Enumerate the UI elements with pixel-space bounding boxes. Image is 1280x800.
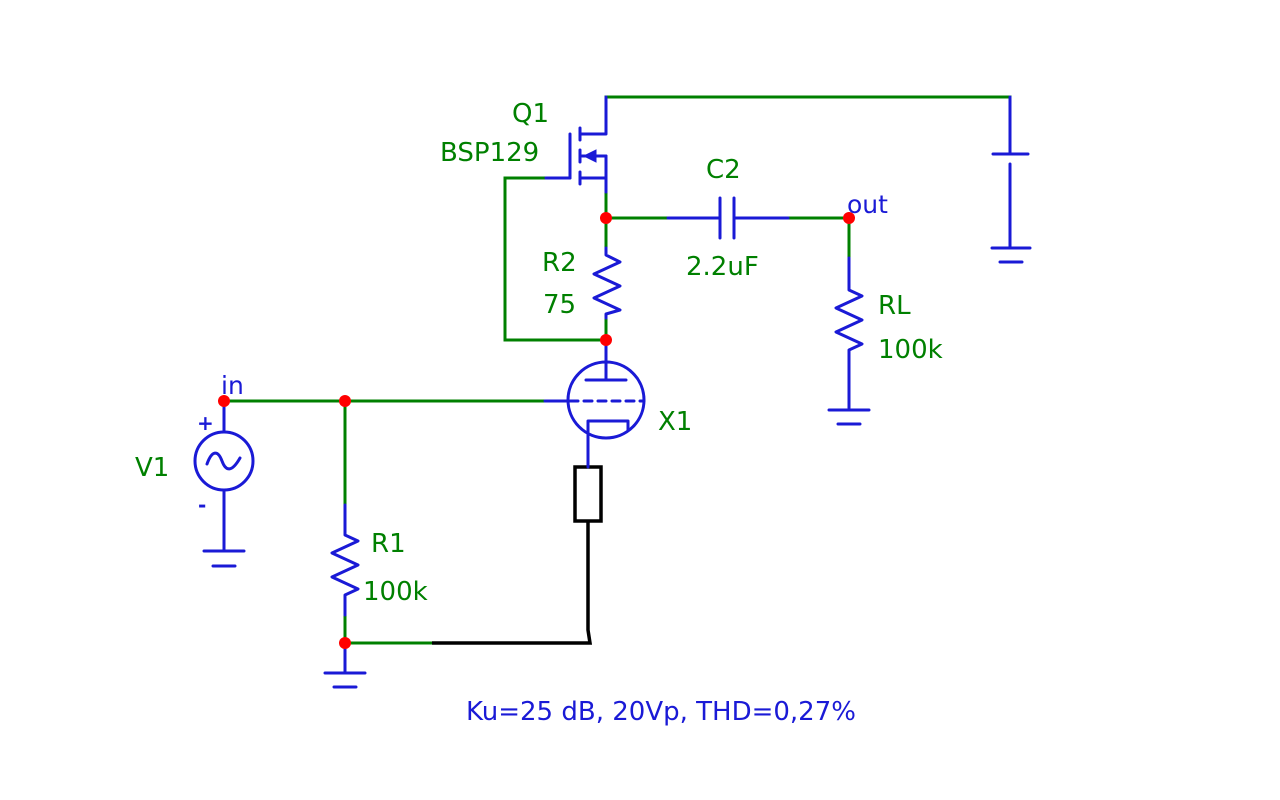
v1-plus-label: + [197, 411, 214, 435]
r2-zigzag [592, 246, 622, 320]
junction-out [843, 212, 855, 224]
resistor-r1 [323, 503, 367, 689]
q1-arrow [582, 149, 597, 163]
rl-ref-label: RL [878, 291, 911, 321]
r1-ref-label: R1 [371, 529, 406, 559]
v1-circle [193, 430, 255, 492]
resistor-r2 [592, 246, 622, 320]
triode-x1 [543, 338, 646, 469]
junction-ground [339, 637, 351, 649]
q1-part-label: BSP129 [440, 138, 539, 168]
mosfet-q1 [544, 95, 608, 194]
r1-value-label: 100k [363, 577, 428, 607]
q1-drain [578, 95, 608, 136]
rl-zigzag [834, 256, 864, 410]
junction-in [218, 395, 230, 407]
wire-gate-feedback [503, 176, 608, 342]
source-v1 [193, 399, 255, 568]
junction-plate [600, 334, 612, 346]
junction-r1-top [339, 395, 351, 407]
capacitor-c2 [666, 196, 790, 240]
c2-value-label: 2.2uF [686, 252, 759, 282]
q1-ref-label: Q1 [512, 99, 549, 129]
rl-value-label: 100k [878, 335, 943, 365]
c2-ref-label: C2 [706, 155, 741, 185]
junctions [218, 212, 855, 649]
v1-minus-label: - [198, 493, 206, 517]
junction-source-node [600, 212, 612, 224]
cathode-path [432, 465, 603, 645]
r2-value-label: 75 [543, 290, 576, 320]
x1-cathode [586, 419, 630, 440]
v1-ref-label: V1 [135, 453, 169, 483]
battery [990, 95, 1032, 264]
performance-caption: Ku=25 dB, 20Vp, THD=0,27% [466, 697, 856, 727]
q1-source [578, 176, 608, 194]
x1-ref-label: X1 [658, 407, 692, 437]
wire-supply-rail [604, 95, 1012, 114]
net-out-label: out [847, 190, 888, 219]
wires [222, 95, 1012, 645]
wire-cathode-ground [432, 521, 593, 645]
r1-zigzag [330, 503, 360, 617]
net-in-label: in [221, 371, 244, 400]
cathode-resistor-body [573, 465, 603, 523]
r2-ref-label: R2 [542, 248, 577, 278]
resistor-rl [827, 256, 871, 426]
v1-sine-icon [205, 451, 242, 471]
